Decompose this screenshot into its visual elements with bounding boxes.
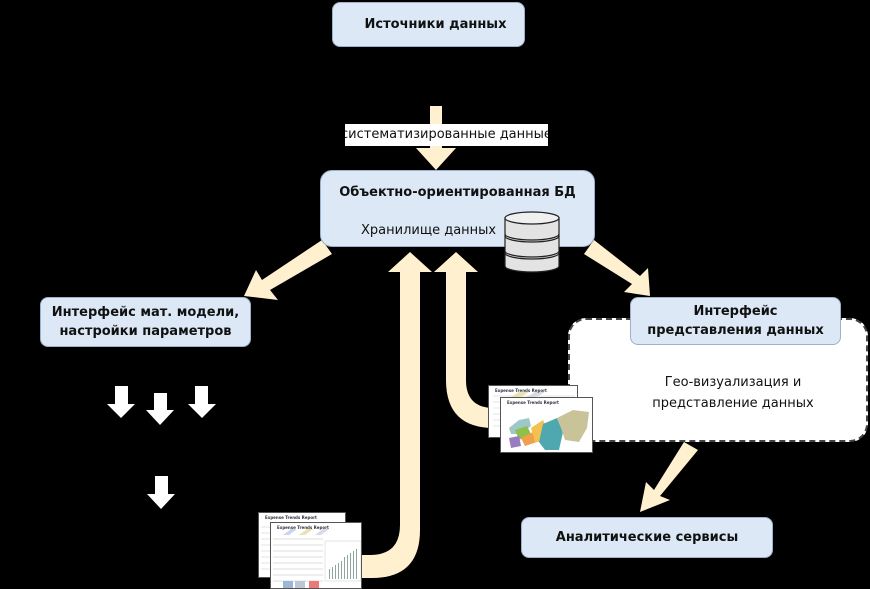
geo-visualization-line1: Гео-визуализация и	[664, 375, 802, 390]
model-interface-line1: Интерфейс мат. модели,	[51, 305, 240, 320]
object-db-node[interactable]: Объектно-ориентированная БД Хранилище да…	[320, 170, 595, 247]
white-arrow-3	[188, 386, 216, 418]
map-report-thumbnail: Expense Trends Report	[500, 397, 593, 453]
arrow-db-to-model	[244, 240, 332, 300]
white-arrow-1	[107, 386, 135, 418]
arrow-reports-to-db-straight	[360, 252, 432, 578]
report-chart-icon	[273, 529, 361, 588]
analytics-services-node[interactable]: Аналитические сервисы	[521, 517, 773, 558]
arrow-db-to-presentation	[584, 240, 650, 296]
russia-map-icon	[509, 410, 589, 450]
arrow-geo-to-analytics	[640, 442, 698, 512]
white-arrow-2	[146, 393, 174, 425]
systematized-data-label: систематизированные данные	[345, 124, 548, 146]
model-interface-node[interactable]: Интерфейс мат. модели, настройки парамет…	[40, 297, 251, 347]
map-report-back-title: Expense Trends Report	[495, 388, 547, 393]
object-db-title: Объектно-ориентированная БД	[339, 185, 576, 200]
presentation-interface-node[interactable]: Интерфейс представления данных	[630, 297, 841, 345]
table-report-back-title: Expense Trends Report	[265, 515, 317, 520]
data-sources-label: Источники данных	[364, 17, 507, 32]
map-report-title: Expense Trends Report	[507, 400, 559, 405]
table-report-thumbnail: Expense Trends Report	[270, 522, 362, 589]
presentation-interface-line1: Интерфейс	[693, 304, 778, 319]
data-sources-node[interactable]: Источники данных	[332, 2, 525, 47]
geo-visualization-line2: представление данных	[652, 396, 814, 411]
arrow-map-to-db-curved	[434, 252, 500, 428]
model-output-arrows	[107, 386, 216, 509]
object-db-subtitle: Хранилище данных	[361, 223, 497, 238]
analytics-services-label: Аналитические сервисы	[555, 530, 739, 545]
white-arrow-4	[147, 476, 175, 509]
presentation-interface-line2: представления данных	[647, 323, 824, 338]
table-report-title: Expense Trends Report	[277, 525, 329, 530]
model-interface-line2: настройки параметров	[59, 324, 232, 339]
